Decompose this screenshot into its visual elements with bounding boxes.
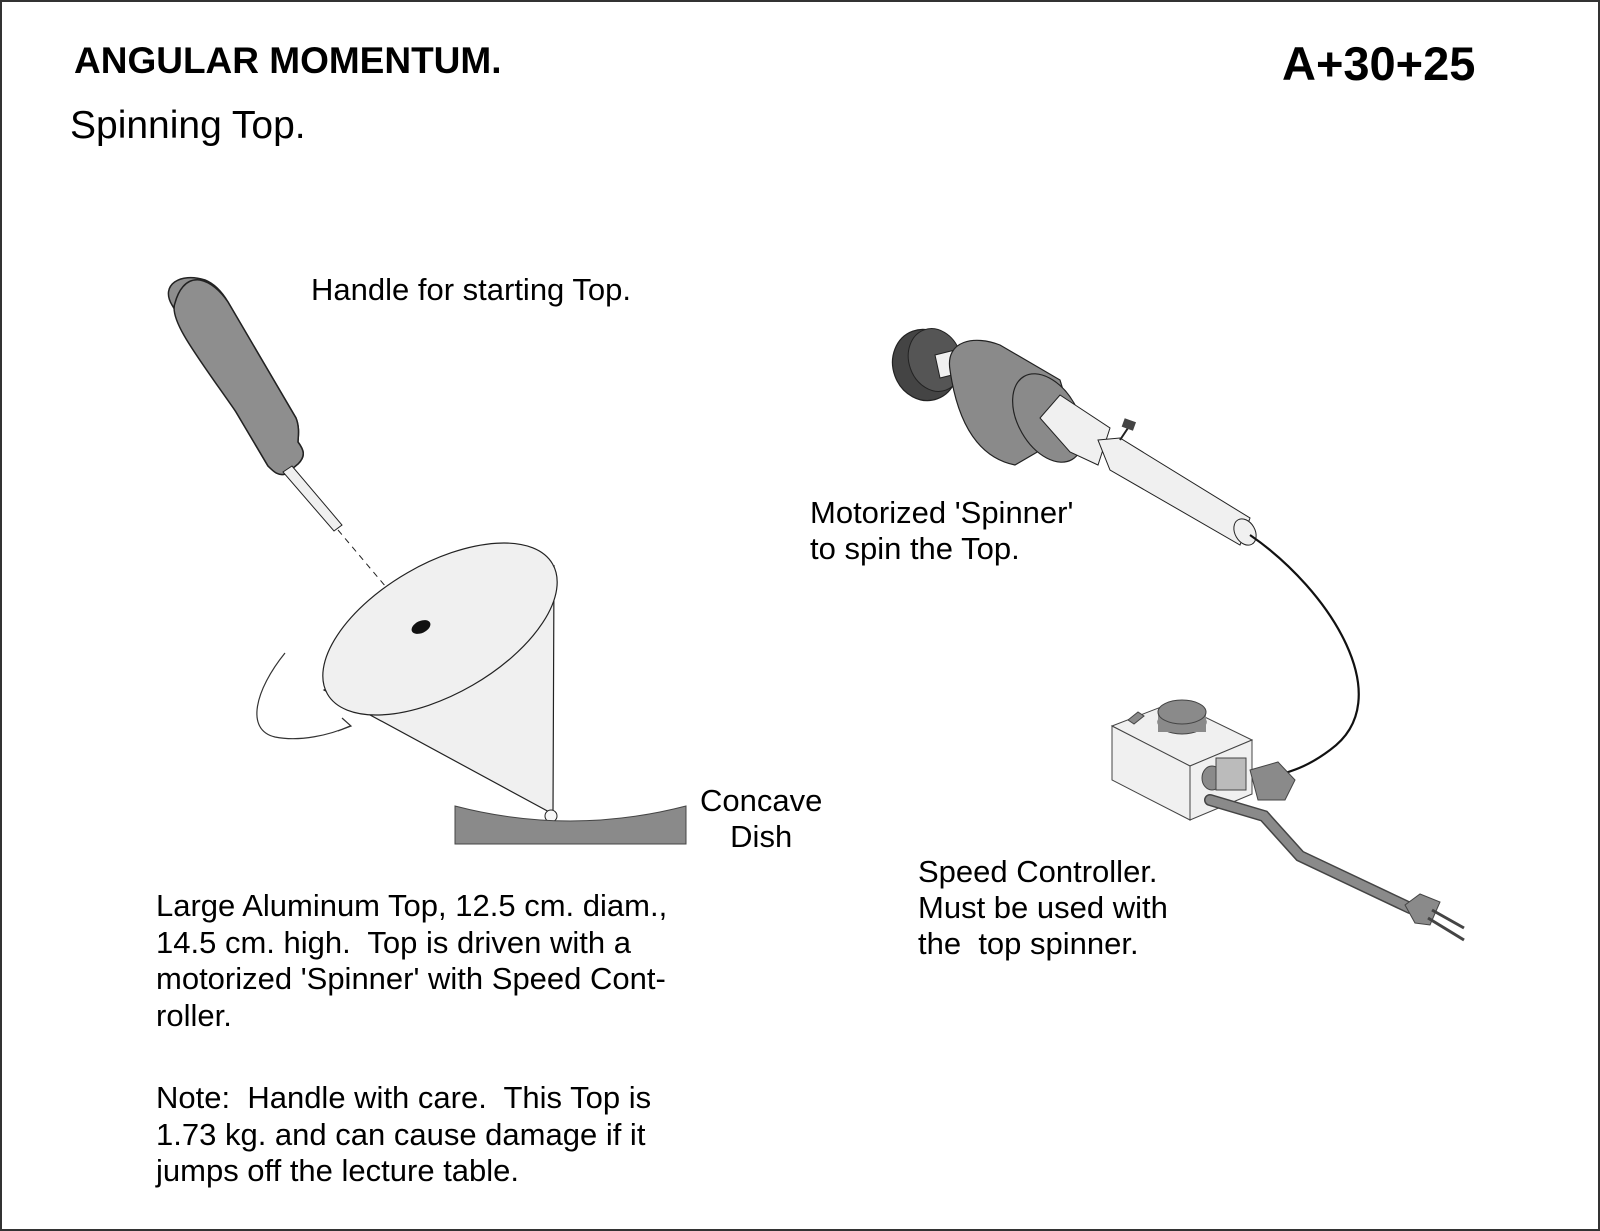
starting-handle-icon — [167, 276, 419, 626]
page-title: ANGULAR MOMENTUM. — [74, 40, 502, 81]
spinner-cable — [1249, 534, 1360, 775]
description-text: Large Aluminum Top, 12.5 cm. diam., 14.5… — [156, 888, 668, 1033]
safety-note: Note: Handle with care. This Top is 1.73… — [156, 1080, 652, 1188]
spinning-top-icon — [322, 542, 558, 823]
motorized-spinner-icon — [891, 328, 1257, 546]
catalog-code: A+30+25 — [1282, 37, 1476, 90]
handle-label: Handle for starting Top. — [311, 272, 631, 307]
rotation-arrow-icon — [256, 652, 353, 740]
dish-label: Concave Dish — [700, 783, 823, 854]
concave-dish-icon — [454, 805, 687, 845]
spinner-label: Motorized 'Spinner' to spin the Top. — [810, 495, 1074, 566]
power-cord-icon — [1204, 794, 1465, 942]
speed-controller-icon — [1110, 699, 1296, 821]
speed-controller-label: Speed Controller. Must be used with the … — [918, 854, 1168, 961]
page-subtitle: Spinning Top. — [70, 104, 306, 147]
